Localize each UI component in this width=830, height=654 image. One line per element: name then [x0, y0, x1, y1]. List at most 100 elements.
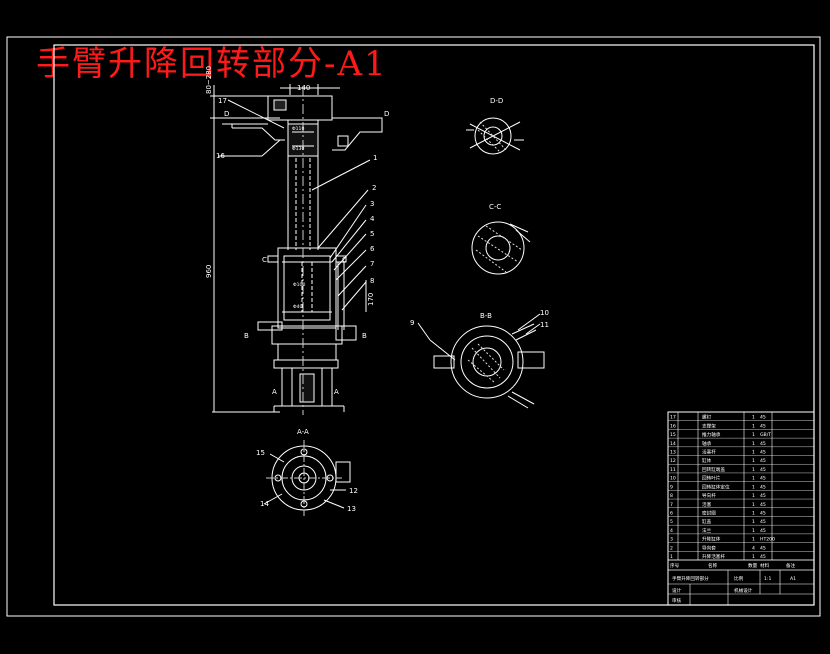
- dia-130: Φ130: [292, 146, 304, 152]
- tb-cell-no: 7: [670, 502, 673, 508]
- tb-cell-name: 推力轴承: [702, 431, 721, 438]
- tb-cell-no: 5: [670, 519, 673, 525]
- tb-cell-no: 11: [670, 467, 676, 473]
- tb-cell-no: 14: [670, 441, 676, 447]
- tb-cell-name: 回转缸端盖: [702, 466, 725, 473]
- tb-cell-mat: 45: [760, 484, 766, 490]
- dim-80-280: 80~280: [205, 66, 213, 94]
- balloon-15: 15: [256, 449, 265, 457]
- tb-sheet: A1: [790, 576, 796, 582]
- dim-140: 140: [297, 84, 310, 92]
- tb-cell-qty: 1: [752, 476, 755, 482]
- tb-checker: 审核: [672, 597, 682, 604]
- section-mark-b-left: B: [244, 332, 249, 340]
- tb-cell-name: 活塞杆: [702, 449, 716, 456]
- tb-cell-qty: 1: [752, 415, 755, 421]
- tb-cell-qty: 1: [752, 467, 755, 473]
- tb-scale-value: 1:1: [764, 576, 771, 582]
- balloon-10: 10: [540, 309, 549, 317]
- tb-cell-mat: 45: [760, 476, 766, 482]
- tb-header-mat: 材料: [760, 562, 770, 569]
- tb-cell-no: 8: [670, 493, 673, 499]
- section-mark-c-right: C: [342, 256, 347, 264]
- tb-cell-qty: 1: [752, 484, 755, 490]
- tb-cell-mat: 45: [760, 493, 766, 499]
- tb-cell-qty: 1: [752, 441, 755, 447]
- tb-cell-name: 导向杆: [702, 492, 716, 499]
- tb-scale-label: 比例: [734, 575, 744, 582]
- tb-cell-mat: 45: [760, 528, 766, 534]
- tb-cell-mat: 45: [760, 519, 766, 525]
- tb-header-qty: 数量: [748, 562, 758, 569]
- balloon-14: 14: [260, 500, 269, 508]
- tb-cell-mat: 45: [760, 415, 766, 421]
- section-bb-view: [417, 313, 545, 409]
- tb-cell-name: 密封圈: [702, 509, 716, 516]
- tb-cell-name: 螺钉: [702, 414, 712, 421]
- tb-cell-no: 1: [670, 554, 673, 560]
- tb-cell-mat: 45: [760, 510, 766, 516]
- section-bb-label: B-B: [480, 312, 492, 320]
- balloon-1: 1: [373, 154, 377, 162]
- tb-cell-no: 13: [670, 450, 676, 456]
- section-aa-label: A-A: [297, 428, 309, 436]
- tb-header-name: 名称: [708, 562, 718, 569]
- balloon-12: 12: [349, 487, 358, 495]
- tb-cell-qty: 1: [752, 528, 755, 534]
- dim-170: 170: [367, 293, 375, 306]
- section-mark-b-right: B: [362, 332, 367, 340]
- tb-cell-qty: 1: [752, 537, 755, 543]
- section-mark-d-right: D: [384, 110, 389, 118]
- tb-cell-no: 6: [670, 510, 673, 516]
- dia-110: Φ110: [292, 126, 304, 132]
- section-aa-view: [263, 440, 351, 516]
- balloon-5: 5: [370, 230, 374, 238]
- tb-cell-name: 支撑架: [702, 422, 716, 429]
- tb-cell-no: 10: [670, 476, 676, 482]
- section-cc-label: C-C: [489, 203, 501, 211]
- tb-school: 机械设计: [734, 587, 753, 594]
- tb-cell-mat: 45: [760, 441, 766, 447]
- section-cc-view: [471, 221, 531, 275]
- balloon-13: 13: [347, 505, 356, 513]
- main-view: [210, 84, 383, 415]
- tb-cell-qty: 1: [752, 554, 755, 560]
- balloon-17: 17: [218, 97, 227, 105]
- tb-cell-name: 活塞: [702, 501, 712, 508]
- tb-cell-mat: 45: [760, 545, 766, 551]
- tb-designer: 设计: [672, 587, 682, 594]
- tb-cell-no: 16: [670, 423, 676, 429]
- tb-cell-no: 4: [670, 528, 673, 534]
- balloon-2: 2: [372, 184, 376, 192]
- tb-cell-no: 12: [670, 458, 676, 464]
- tb-cell-name: 导向套: [702, 544, 716, 551]
- tb-cell-mat: 45: [760, 458, 766, 464]
- tb-cell-no: 9: [670, 484, 673, 490]
- tb-cell-name: 升降缸体: [702, 536, 721, 543]
- balloon-11: 11: [540, 321, 549, 329]
- tb-cell-mat: 45: [760, 467, 766, 473]
- tb-cell-no: 2: [670, 545, 673, 551]
- dia-100: Φ100: [293, 282, 305, 288]
- section-mark-c-left: C: [262, 256, 267, 264]
- tb-cell-mat: GB/T: [760, 432, 771, 438]
- tb-cell-name: 升降活塞杆: [702, 553, 725, 560]
- tb-cell-mat: 45: [760, 554, 766, 560]
- tb-cell-no: 17: [670, 415, 676, 421]
- section-mark-d-left: D: [224, 110, 229, 118]
- balloon-3: 3: [370, 200, 374, 208]
- tb-cell-qty: 4: [752, 545, 755, 551]
- dia-40: Φ40: [293, 304, 303, 310]
- section-mark-a-right: A: [334, 388, 339, 396]
- tb-cell-qty: 1: [752, 502, 755, 508]
- section-dd-label: D-D: [490, 97, 503, 105]
- balloon-6: 6: [370, 245, 375, 253]
- inner-border: [53, 44, 815, 606]
- tb-cell-name: 回转缸体定位: [702, 483, 730, 490]
- tb-cell-name: 缸盖: [702, 518, 712, 525]
- tb-cell-name: 轴承: [702, 440, 712, 447]
- balloon-9: 9: [410, 319, 414, 327]
- title-block-frame: [667, 411, 815, 606]
